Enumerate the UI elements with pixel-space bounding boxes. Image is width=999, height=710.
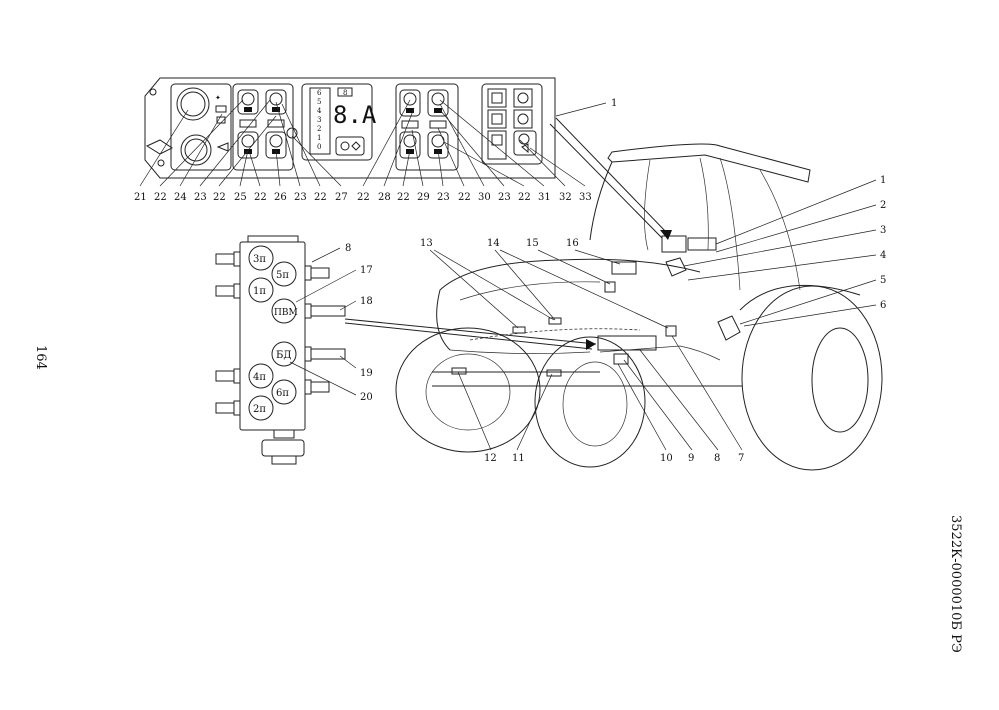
svg-text:22: 22 (357, 192, 370, 203)
svg-text:24: 24 (174, 192, 187, 203)
svg-text:22: 22 (397, 192, 410, 203)
svg-text:8: 8 (345, 243, 351, 254)
svg-text:22: 22 (314, 192, 327, 203)
panel-callout-1: 1 (611, 98, 617, 109)
tractor-callouts-top: 13 14 15 16 (420, 238, 669, 329)
svg-text:16: 16 (566, 238, 579, 249)
svg-text:23: 23 (294, 192, 307, 203)
svg-text:20: 20 (360, 392, 373, 403)
svg-text:28: 28 (378, 192, 391, 203)
svg-text:14: 14 (487, 238, 500, 249)
svg-text:3: 3 (880, 225, 886, 236)
svg-text:5: 5 (317, 98, 321, 106)
warning-lamp-block (481, 83, 543, 165)
tractor-callouts-right: 1 2 3 4 5 6 (683, 175, 886, 327)
svg-text:25: 25 (234, 192, 247, 203)
svg-text:8.A: 8.A (333, 101, 377, 129)
svg-text:13: 13 (420, 238, 433, 249)
svg-text:3: 3 (317, 116, 321, 124)
svg-text:5п: 5п (276, 270, 289, 281)
svg-text:19: 19 (360, 368, 373, 379)
panel-callouts: 21 22 24 23 22 25 22 26 23 22 27 22 28 2… (134, 99, 592, 203)
tractor-outline (395, 117, 883, 471)
cab-unit (687, 237, 717, 251)
instrument-panel: ✦ 6 5 4 (144, 77, 556, 179)
svg-text:6: 6 (317, 89, 322, 97)
svg-text:4: 4 (317, 107, 322, 115)
svg-text:1: 1 (317, 134, 321, 142)
pipe-line (344, 318, 597, 345)
svg-text:1: 1 (880, 175, 886, 186)
svg-text:2п: 2п (253, 404, 266, 415)
left-gauge-section: ✦ (145, 83, 232, 171)
svg-text:6п: 6п (276, 388, 289, 399)
svg-text:0: 0 (317, 143, 321, 151)
svg-text:✦: ✦ (215, 94, 221, 102)
gear-indicator: 6 5 4 3 2 1 0 8 8.A (286, 83, 377, 161)
svg-text:33: 33 (579, 192, 592, 203)
svg-text:18: 18 (360, 296, 373, 307)
document-code: 3522К-0000010Б РЭ (948, 515, 963, 653)
svg-text:31: 31 (538, 192, 551, 203)
svg-text:22: 22 (213, 192, 226, 203)
svg-text:4п: 4п (253, 372, 266, 383)
svg-text:3п: 3п (253, 254, 266, 265)
svg-text:23: 23 (498, 192, 511, 203)
svg-text:7: 7 (738, 453, 744, 464)
svg-text:1п: 1п (253, 286, 266, 297)
svg-text:21: 21 (134, 192, 147, 203)
svg-text:15: 15 (526, 238, 539, 249)
svg-text:23: 23 (437, 192, 450, 203)
svg-text:2: 2 (317, 125, 321, 133)
svg-text:6: 6 (880, 300, 886, 311)
svg-text:30: 30 (478, 192, 491, 203)
svg-text:32: 32 (559, 192, 572, 203)
svg-text:26: 26 (274, 192, 287, 203)
svg-text:11: 11 (512, 453, 525, 464)
svg-text:4: 4 (880, 250, 886, 261)
svg-text:5: 5 (880, 275, 886, 286)
svg-text:29: 29 (417, 192, 430, 203)
svg-text:27: 27 (335, 192, 348, 203)
svg-text:9: 9 (688, 453, 694, 464)
svg-text:23: 23 (194, 192, 207, 203)
svg-text:БД: БД (276, 350, 291, 361)
svg-text:2: 2 (880, 200, 886, 211)
page-number: 164 (33, 345, 48, 370)
svg-text:8: 8 (343, 89, 347, 97)
valve-block: 3п 5п 1п ПВМ БД 4п 6п 2п (215, 235, 346, 465)
svg-text:8: 8 (714, 453, 720, 464)
svg-text:22: 22 (518, 192, 531, 203)
svg-text:ПВМ: ПВМ (274, 308, 298, 318)
control-unit (597, 335, 657, 351)
svg-text:12: 12 (484, 453, 497, 464)
svg-text:17: 17 (360, 265, 373, 276)
indicator-lamp-group-2 (395, 83, 459, 171)
svg-text:22: 22 (154, 192, 167, 203)
svg-text:22: 22 (254, 192, 267, 203)
valve-callouts: 8 17 18 19 20 (289, 243, 373, 403)
arrow-indicator-icon (216, 142, 229, 152)
svg-text:10: 10 (660, 453, 673, 464)
indicator-lamp-group-1 (232, 83, 294, 171)
tractor-callouts-bottom: 12 11 10 9 8 7 (457, 335, 744, 464)
turn-signal-icon (145, 139, 173, 155)
svg-text:22: 22 (458, 192, 471, 203)
